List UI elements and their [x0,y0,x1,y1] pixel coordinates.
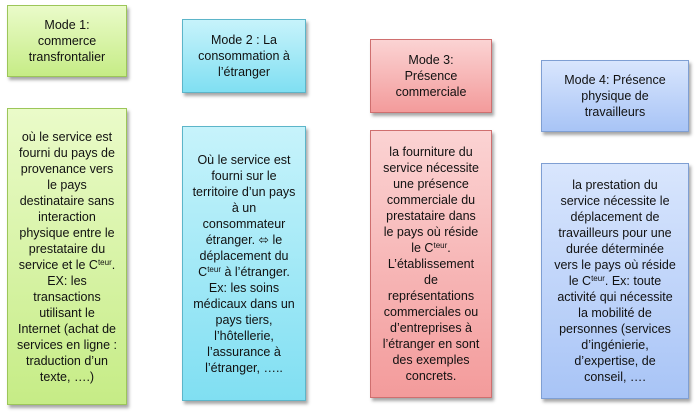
text-line: Mode 1: [44,18,90,32]
text-line: travailleurs pour une [558,226,672,240]
text-line: texte, ….) [39,369,95,384]
text-line: Où le service est [197,152,291,167]
mode-1-title-box: Mode 1: commerce transfrontalier [7,5,127,77]
mode-4-title-box: Mode 4: Présence physique de travailleurs [541,60,689,132]
text-line: commerce [37,34,97,48]
text-line: déplacement du [199,248,289,263]
text-line: le pays où réside [383,225,479,239]
text-line: transfrontalier [28,50,106,64]
mode-1-title: Mode 1: commerce transfrontalier [29,17,105,65]
text-line: utilisant le [39,305,95,320]
text-line: d’ingénierie, [581,338,649,352]
text-line: Ex: les soins [208,280,280,295]
text-line: destinataire sans [19,193,115,208]
mode-3-title: Mode 3: Présence commerciale [396,52,467,100]
text-line: conseil, …. [584,370,646,384]
text-line: l’étranger, ….. [205,360,283,375]
text-line: d’entreprises à [390,321,472,335]
mode-4-title: Mode 4: Présence physique de travailleurs [564,72,665,120]
text-line: consommateur [202,216,286,231]
text-line: service nécessite le [560,194,670,208]
text-line: territoire d’un pays [192,184,296,199]
text-line: pays tiers, [215,312,273,327]
text-line: de [424,273,438,287]
text-line: physique de [581,89,649,103]
text-line: le pays [47,177,87,192]
text-line: provenance vers [20,161,114,176]
text-line: déplacement de [570,210,660,224]
text-line: Mode 4: Présence [564,73,666,87]
mode-4-description-box: la prestation du service nécessite le dépl… [541,163,689,399]
text-line: interaction [38,209,96,224]
text-line: la mobilité de [578,306,652,320]
text-line: l’hôtellerie, [214,328,274,343]
mode-3-description-box: la fourniture du service nécessite une pré… [370,130,492,398]
text-line: durée déterminée [566,242,664,256]
text-line: l’étranger [217,65,271,79]
text-line: commerciale [395,85,467,99]
text-line: Internet (achat de [18,321,116,336]
mode-3-title-box: Mode 3: Présence commerciale [370,39,492,113]
text-line: commerciales ou [383,305,479,319]
superscript: teur [207,264,221,274]
text-line: vers le pays où réside [554,258,676,272]
text-line: la fourniture du [389,145,473,159]
mode-2-title: Mode 2 : La consommation à l’étranger [198,32,290,80]
text-line: concrets. [405,369,457,383]
mode-2-title-box: Mode 2 : La consommation à l’étranger [182,19,306,93]
text-line: traduction d’un [25,353,108,368]
text-line: Mode 2 : La [210,33,277,47]
text-line: où le service est [21,129,113,144]
text-line: à un [231,200,257,215]
text-line: L’établissement [387,257,475,271]
mode-3-description: la fourniture du service nécessite une pré… [383,144,480,384]
text-line: activité qui nécessite [557,290,673,304]
text-line: Cteur à l’étranger. [198,264,290,279]
text-line: fourni sur le [211,168,277,183]
text-line: une présence [393,177,469,191]
text-line: service nécessite [383,161,479,175]
superscript: teur [433,241,448,250]
text-line: EX: les [47,273,87,288]
text-line: services en ligne : [16,337,118,352]
text-line: service et le Cteur. [18,257,116,272]
superscript: teur [97,257,112,267]
text-line: la prestation du [572,178,658,192]
text-line: l’assurance à [207,344,281,359]
text-line: prestataire dans [386,209,476,223]
text-line: transactions [33,289,101,304]
text-line: médicaux dans un [193,296,295,311]
text-line: travailleurs [584,105,646,119]
text-line: représentations [387,289,475,303]
text-line: le Cteur. Ex: toute [568,274,662,288]
mode-4-description: la prestation du service nécessite le dépl… [554,177,676,385]
text-line: Présence [404,69,458,83]
text-line: l’étranger en sont [382,337,480,351]
text-line: commerciale du [386,193,476,207]
superscript: teur [591,274,605,283]
text-line: prestataire du [28,241,106,256]
text-line: physique entre le [19,225,115,240]
text-line: des exemples [392,353,470,367]
text-line: étranger. ⬄ le [205,232,283,247]
text-line: consommation à [198,49,290,63]
text-line: d’expertise, de [574,354,656,368]
text-line: le Cteur. [411,241,451,255]
text-line: fourni du pays de [19,145,115,160]
text-line: Mode 3: [408,53,454,67]
text-line: personnes (services [559,322,671,336]
